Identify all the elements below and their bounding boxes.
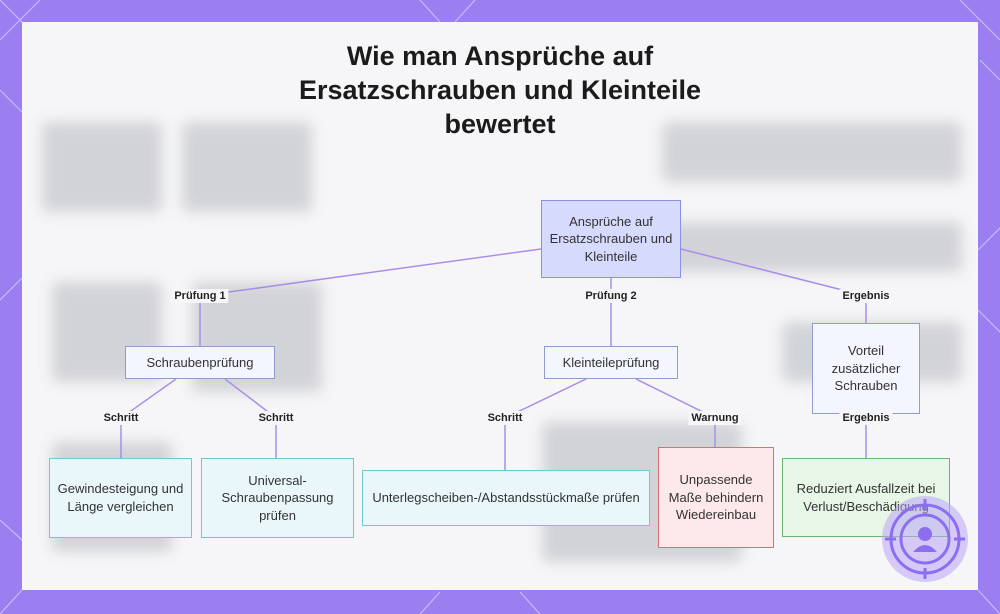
node-advantage: Vorteil zusätzlicher Schrauben [812, 323, 920, 414]
node-downtime: Reduziert Ausfallzeit bei Verlust/Beschä… [782, 458, 950, 537]
target-icon [880, 494, 970, 589]
node-thread-label: Gewindesteigung und Länge vergleichen [57, 481, 184, 514]
node-advantage-label: Vorteil zusätzlicher Schrauben [831, 343, 901, 394]
edge-label-step-a: Schritt [100, 411, 142, 425]
edge-label-result1: Ergebnis [839, 289, 893, 303]
edge-label-check1: Prüfung 1 [171, 289, 229, 303]
node-washers: Unterlegscheiben-/Abstandsstückmaße prüf… [362, 470, 650, 526]
edge-label-step-b: Schritt [255, 411, 297, 425]
page-title: Wie man Ansprüche auf Ersatzschrauben un… [298, 41, 702, 139]
edge-root-screw [199, 248, 542, 346]
node-root-label: Ansprüche auf Ersatzschrauben und Kleint… [549, 213, 673, 264]
node-mismatch: Unpassende Maße behindern Wiedereinbau [658, 447, 774, 548]
node-parts-check-label: Kleinteileprüfung [562, 354, 660, 370]
node-washers-label: Unterlegscheiben-/Abstandsstückmaße prüf… [372, 490, 640, 506]
edge-label-warning: Warnung [688, 411, 742, 425]
edge-label-step-c: Schritt [484, 411, 526, 425]
node-universal-label: Universal-Schraubenpassung prüfen [221, 472, 334, 523]
node-thread: Gewindesteigung und Länge vergleichen [49, 458, 192, 538]
node-parts-check: Kleinteileprüfung [544, 346, 678, 379]
node-root: Ansprüche auf Ersatzschrauben und Kleint… [541, 200, 681, 278]
node-screw-check: Schraubenprüfung [125, 346, 275, 379]
node-mismatch-label: Unpassende Maße behindern Wiedereinbau [668, 472, 764, 523]
node-universal: Universal-Schraubenpassung prüfen [201, 458, 354, 538]
edge-label-result2: Ergebnis [839, 411, 893, 425]
edge-label-check2: Prüfung 2 [582, 289, 640, 303]
edge-root-advantage [680, 248, 867, 323]
node-screw-check-label: Schraubenprüfung [146, 354, 254, 370]
